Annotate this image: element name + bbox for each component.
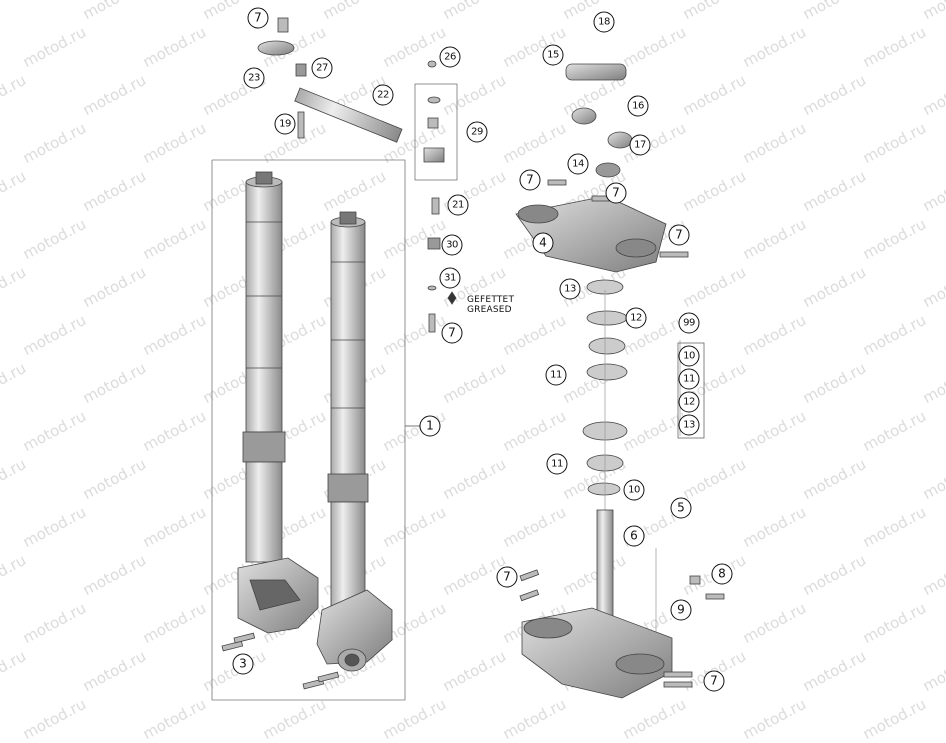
callout-7: 7 [703,670,725,692]
callout-23: 23 [243,67,265,89]
lower-triple-clamp [519,509,725,699]
callout-11: 11 [546,453,568,475]
callout-13: 13 [678,414,700,436]
callout-3: 3 [232,653,254,675]
callout-7: 7 [668,224,690,246]
greased-note-line2: GREASED [467,305,512,315]
left-fork-leg [237,171,319,634]
callout-6: 6 [623,525,645,547]
callout-18: 18 [593,11,615,33]
steering-damper [257,17,403,143]
callout-12: 12 [678,391,700,413]
callout-15: 15 [542,44,564,66]
callout-30: 30 [441,234,463,256]
callout-14: 14 [567,153,589,175]
callout-26: 26 [439,46,461,68]
greased-note-line1: GEFETTET [467,295,515,305]
callout-22: 22 [372,84,394,106]
callout-12: 12 [625,307,647,329]
upper-triple-clamp [515,63,689,273]
right-fork-leg [316,211,393,672]
callout-27: 27 [311,57,333,79]
callout-21: 21 [447,194,469,216]
parts-drawing [211,17,725,701]
callout-11: 11 [678,368,700,390]
callout-7: 7 [605,182,627,204]
callout-10: 10 [623,479,645,501]
callout-11: 11 [545,364,567,386]
axle-clamp-bolts [221,632,340,690]
callout-4: 4 [532,232,554,254]
callout-19: 19 [274,113,296,135]
callout-9: 9 [670,599,692,621]
callout-29: 29 [466,121,488,143]
small-fastener-parts [414,60,458,333]
callout-31: 31 [439,267,461,289]
callout-17: 17 [629,134,651,156]
callout-8: 8 [711,563,733,585]
callout-10: 10 [678,345,700,367]
callout-13: 13 [559,278,581,300]
callout-7: 7 [519,169,541,191]
callout-5: 5 [670,497,692,519]
callout-99: 99 [678,312,700,334]
bearing-kit-bracket [677,342,705,439]
callout-7: 7 [247,7,269,29]
greased-note: GEFETTET GREASED [467,295,514,315]
callout-7: 7 [496,566,518,588]
fork-group-frame [211,159,406,701]
callout-1: 1 [419,415,441,437]
callout-7: 7 [441,322,463,344]
callout-16: 16 [627,95,649,117]
